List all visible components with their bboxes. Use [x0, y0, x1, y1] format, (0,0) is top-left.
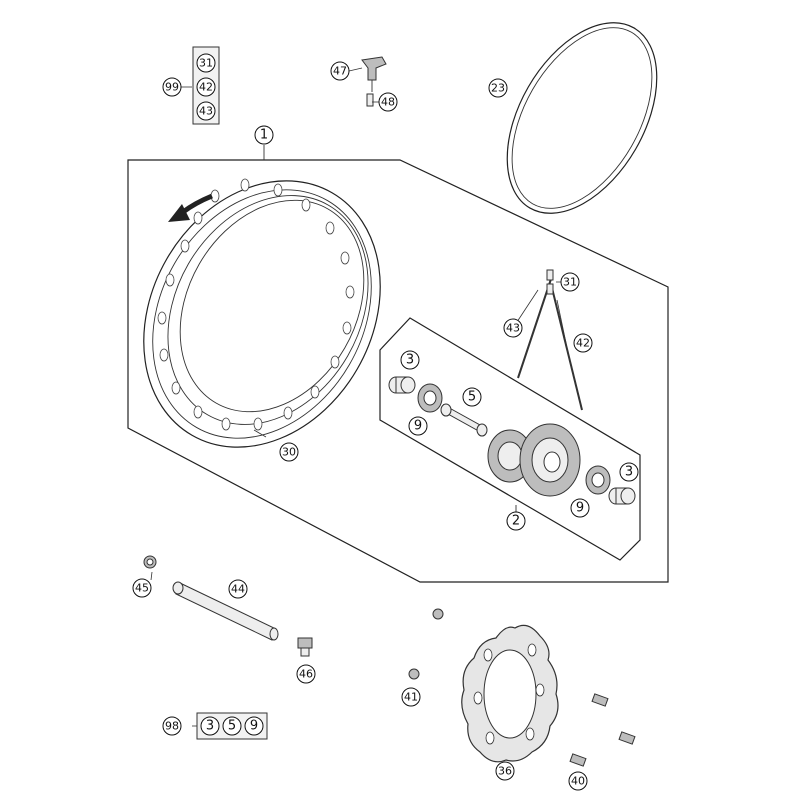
callout-44: 44	[228, 579, 248, 599]
callout-48: 48	[378, 92, 398, 112]
rim	[143, 178, 381, 448]
svg-text:41: 41	[404, 691, 418, 704]
axle	[172, 581, 279, 641]
svg-text:31: 31	[563, 276, 577, 289]
kit-98-item-5: 5	[222, 716, 242, 736]
callout-9-right: 9	[570, 498, 590, 518]
svg-text:3: 3	[625, 465, 633, 480]
callout-30: 30	[279, 442, 299, 462]
tire	[506, 22, 658, 214]
callout-5: 5	[462, 387, 482, 407]
svg-text:9: 9	[576, 501, 584, 516]
svg-text:40: 40	[571, 775, 585, 788]
svg-text:43: 43	[199, 105, 213, 118]
svg-text:9: 9	[414, 419, 422, 434]
callout-9-left: 9	[408, 416, 428, 436]
callout-98: 98	[162, 716, 182, 736]
svg-text:48: 48	[381, 96, 395, 109]
svg-text:31: 31	[199, 57, 213, 70]
disc-nuts	[408, 608, 444, 680]
callout-45: 45	[132, 578, 152, 598]
callout-3-left: 3	[400, 350, 420, 370]
kit-98-item-9: 9	[244, 716, 264, 736]
svg-text:3: 3	[406, 353, 414, 368]
svg-text:9: 9	[250, 719, 258, 734]
callout-2: 2	[506, 511, 526, 531]
kit-99-item-43: 43	[196, 101, 216, 121]
hub-boundary	[379, 317, 641, 561]
kit-99-item-31: 31	[196, 53, 216, 73]
callout-99: 99	[162, 77, 182, 97]
callout-42-spoke: 42	[573, 333, 593, 353]
kit-99: 99 31 42 43	[162, 46, 220, 125]
svg-text:36: 36	[498, 765, 512, 778]
svg-text:42: 42	[199, 81, 213, 94]
axle-clamp-screw	[297, 637, 313, 657]
leader-lines	[150, 67, 567, 727]
rim-spoke-holes	[157, 178, 355, 431]
brake-disc	[461, 624, 559, 763]
svg-text:42: 42	[576, 337, 590, 350]
svg-text:30: 30	[282, 446, 296, 459]
svg-text:47: 47	[333, 65, 347, 78]
svg-text:45: 45	[135, 582, 149, 595]
hub-parts	[388, 376, 636, 505]
assembly-boundary	[127, 159, 669, 583]
svg-text:98: 98	[165, 720, 179, 733]
kit-98: 98 3 5 9	[162, 712, 268, 740]
rim-lock-part	[361, 56, 387, 107]
svg-text:1: 1	[260, 128, 268, 143]
callout-23: 23	[488, 78, 508, 98]
callout-36: 36	[495, 761, 515, 781]
spokes	[517, 269, 583, 411]
kit-99-item-42: 42	[196, 77, 216, 97]
svg-text:5: 5	[228, 719, 236, 734]
svg-text:99: 99	[165, 81, 179, 94]
callout-1: 1	[254, 125, 274, 145]
kit-98-item-3: 3	[200, 716, 220, 736]
callout-3-right: 3	[619, 462, 639, 482]
disc-bolts	[569, 693, 636, 767]
callout-46: 46	[296, 664, 316, 684]
axle-nut	[143, 555, 157, 569]
svg-text:43: 43	[506, 322, 520, 335]
svg-text:46: 46	[299, 668, 313, 681]
svg-text:44: 44	[231, 583, 245, 596]
svg-text:23: 23	[491, 82, 505, 95]
svg-text:5: 5	[468, 390, 476, 405]
arrow-rotation-icon	[168, 193, 213, 222]
callout-47: 47	[330, 61, 350, 81]
svg-text:2: 2	[512, 514, 520, 529]
callout-43-spoke: 43	[503, 318, 523, 338]
callout-31-spoke: 31	[560, 272, 580, 292]
callout-40: 40	[568, 771, 588, 791]
svg-text:3: 3	[206, 719, 214, 734]
callout-41: 41	[401, 687, 421, 707]
